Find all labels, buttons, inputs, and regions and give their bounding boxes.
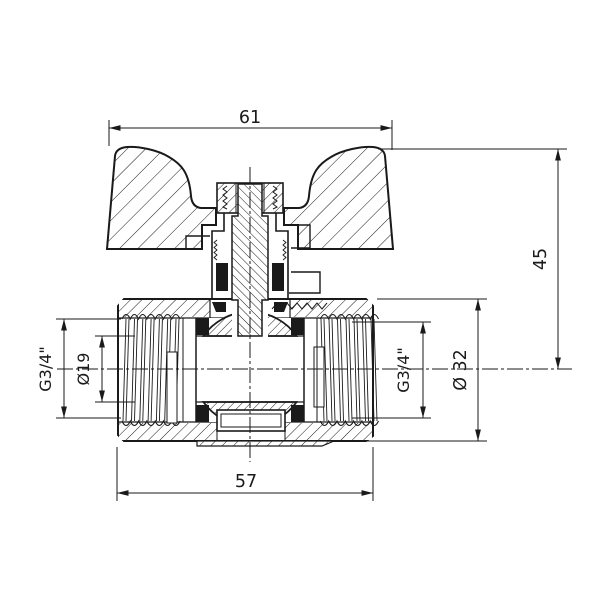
dimensions: 61 45 Ø 32 G3/4" G3/4" <box>36 108 567 501</box>
internal-thread-left <box>121 313 184 427</box>
dim-side-height-label: 45 <box>531 248 551 270</box>
dim-top-width-label: 61 <box>239 108 261 128</box>
dim-bottom-width-label: 57 <box>235 472 257 492</box>
butterfly-handle <box>105 145 395 250</box>
dim-bore-diameter-label: Ø19 <box>74 353 93 386</box>
ball-seats <box>196 318 304 422</box>
dim-top-width: 61 <box>108 108 393 150</box>
dim-bottom-width: 57 <box>116 447 374 501</box>
dim-outer-diameter: Ø 32 <box>337 298 487 442</box>
handle-left-wing <box>105 145 217 250</box>
dim-side-height: 45 <box>378 148 567 369</box>
dim-thread-left: G3/4" <box>36 318 121 419</box>
handle-right-wing <box>283 145 395 250</box>
center-lines <box>57 167 572 462</box>
dim-thread-right: G3/4" <box>352 321 431 419</box>
stem <box>231 183 269 337</box>
body-bottom-step <box>196 440 335 447</box>
dim-outer-diameter-label: Ø 32 <box>451 349 471 391</box>
dim-bore-diameter: Ø19 <box>74 335 135 403</box>
internal-thread-right <box>313 313 379 427</box>
valve-body <box>117 298 379 447</box>
stem-packing-seals <box>212 263 288 312</box>
dim-thread-right-label: G3/4" <box>394 347 413 393</box>
drain-plug <box>216 409 286 432</box>
dim-thread-left-label: G3/4" <box>36 346 55 392</box>
